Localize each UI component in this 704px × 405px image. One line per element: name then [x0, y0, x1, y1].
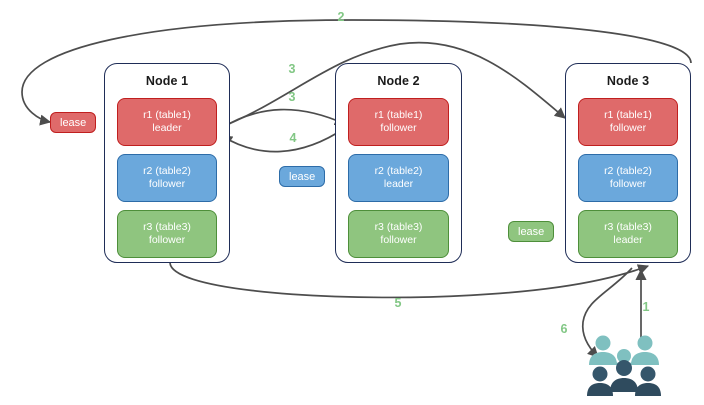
lease-badge-blue[interactable]: lease	[279, 166, 326, 187]
replica-n1r3-line1: r3 (table3)	[143, 220, 191, 233]
replica-n2r1-line2: follower	[380, 122, 417, 134]
replica-n3r3[interactable]: r3 (table3) leader	[578, 210, 678, 258]
lease-badge-green[interactable]: lease	[508, 221, 555, 242]
replica-n1r1[interactable]: r1 (table1) leader	[117, 98, 217, 146]
edge-step-4	[221, 127, 346, 153]
node-title-node2: Node 2	[377, 74, 420, 88]
replica-n3r2[interactable]: r2 (table2) follower	[578, 154, 678, 202]
node-container-node3: Node 3 r1 (table1) follower r2 (table2) …	[565, 63, 691, 263]
step-label-6: 6	[560, 322, 568, 336]
edge-step-2	[21, 19, 692, 126]
step-label-5: 5	[394, 296, 402, 310]
replica-n3r1-line1: r1 (table1)	[604, 108, 652, 121]
node-title-node1: Node 1	[145, 74, 189, 88]
edge-step-3-to-node3	[218, 41, 566, 129]
step-label-1: 1	[642, 300, 650, 314]
replica-n3r2-line1: r2 (table2)	[604, 164, 652, 177]
replica-n1r3-line2: follower	[148, 234, 186, 246]
replica-n2r2-line1: r2 (table2)	[374, 164, 423, 177]
replica-n3r1[interactable]: r1 (table1) follower	[578, 98, 678, 146]
edge-step-6	[581, 267, 633, 358]
node-container-node2: Node 2 r1 (table1) follower r2 (table2) …	[335, 63, 462, 263]
replica-n2r1-line1: r1 (table1)	[374, 108, 423, 121]
replica-n3r1-line2: follower	[609, 122, 647, 134]
replica-n2r2[interactable]: r2 (table2) leader	[348, 154, 449, 202]
step-label-4: 4	[289, 131, 297, 145]
lease-badge-red[interactable]: lease	[50, 112, 97, 133]
replica-n3r3-line1: r3 (table3)	[604, 220, 652, 233]
replica-n1r1-line2: leader	[152, 122, 182, 134]
replica-n3r3-line2: leader	[613, 234, 643, 246]
replica-n2r2-line2: leader	[383, 178, 414, 190]
replica-n2r3[interactable]: r3 (table3) follower	[348, 210, 449, 258]
users-icon	[587, 335, 661, 396]
node-title-node3: Node 3	[606, 74, 650, 88]
replica-n2r3-line1: r3 (table3)	[374, 220, 423, 233]
replica-n2r3-line2: follower	[380, 234, 417, 246]
edge-step-3-to-node2	[219, 108, 347, 130]
replica-n1r2-line1: r2 (table2)	[143, 164, 191, 177]
replica-n3r2-line2: follower	[609, 178, 647, 190]
step-label-2: 2	[337, 10, 345, 24]
edge-step-5	[169, 262, 650, 299]
replica-n1r2-line2: follower	[148, 178, 186, 190]
node-container-node1: Node 1 r1 (table1) leader r2 (table2) fo…	[104, 63, 230, 263]
replica-n1r1-line1: r1 (table1)	[143, 108, 191, 121]
replica-n1r3[interactable]: r3 (table3) follower	[117, 210, 217, 258]
replica-n2r1[interactable]: r1 (table1) follower	[348, 98, 449, 146]
step-label-3b: 3	[288, 90, 296, 104]
step-label-3a: 3	[288, 62, 296, 76]
replica-n1r2[interactable]: r2 (table2) follower	[117, 154, 217, 202]
